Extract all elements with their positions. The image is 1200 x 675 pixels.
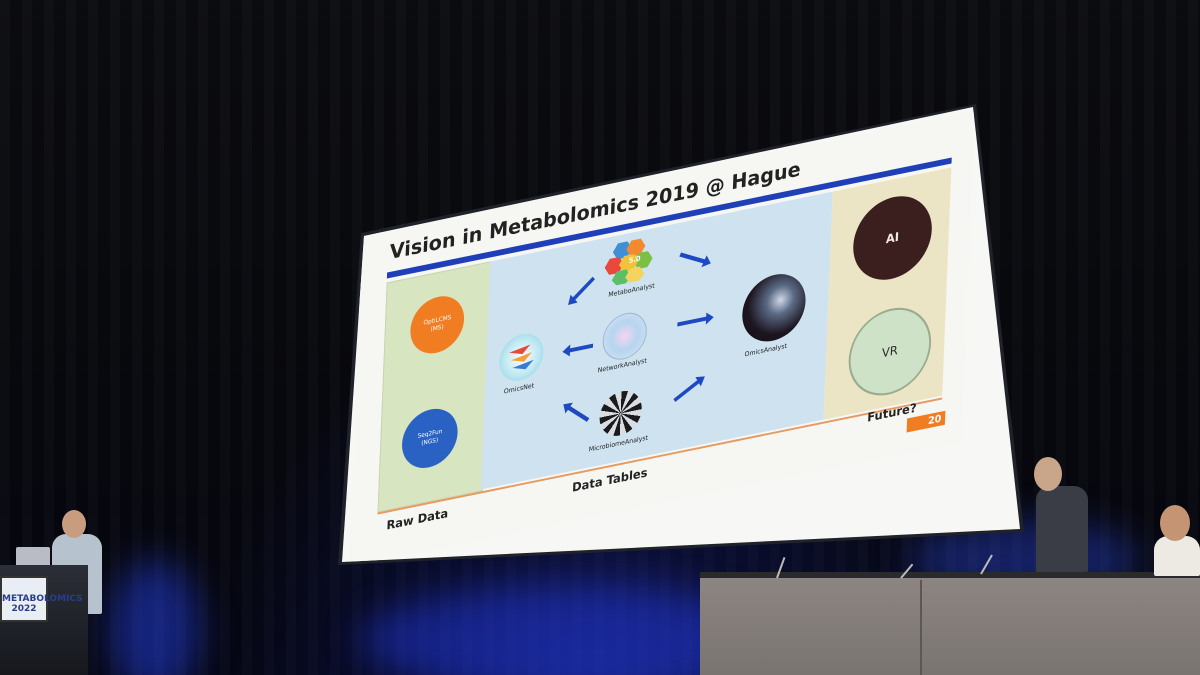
vr-circle: VR (847, 300, 933, 403)
standing-person-head (1034, 457, 1062, 491)
seq2fun-label: Seq2Fun (NGS) (417, 427, 443, 448)
arrow-metabo-to-omicsnet (571, 276, 595, 302)
vr-label: VR (881, 342, 899, 361)
omicsanalyst-icon (741, 268, 807, 348)
panel-desk (700, 578, 1200, 675)
metaboanalyst-icon (604, 238, 653, 286)
raw-data-column: OptiLCMS (MS) Seq2Fun (NGS) (377, 261, 492, 513)
data-tables-column: 5.0 MetaboAnalyst NetworkAnalyst Microbi… (480, 191, 833, 490)
arrow-metabo-to-omicsanalyst (679, 252, 707, 264)
arrow-microbiome-to-omicsanalyst (673, 378, 701, 403)
optilcms-label: OptiLCMS (MS) (423, 313, 452, 334)
omicsnet-icon (498, 329, 545, 385)
omicsnet-label: OmicsNet (503, 381, 535, 396)
podium-sign: METABOLOMICS 2022 (0, 576, 83, 622)
microbiomeanalyst-icon (598, 387, 643, 440)
arrow-network-to-omicsnet (568, 343, 594, 353)
arrow-network-to-omicsanalyst (677, 316, 709, 327)
curtain-light-left (110, 560, 200, 675)
networkanalyst-icon (601, 308, 648, 364)
seq2fun-circle: Seq2Fun (NGS) (400, 403, 459, 474)
ai-circle: AI (851, 189, 934, 287)
ai-label: AI (885, 229, 900, 247)
podium-laptop (16, 547, 50, 567)
slide-page-number-text: 20 (927, 412, 942, 427)
seated-person-head (1160, 505, 1190, 541)
speaker-head (62, 510, 86, 538)
presentation-slide: Vision in Metabolomics 2019 @ Hague Opti… (348, 111, 975, 562)
omicsanalyst-label: OmicsAnalyst (744, 341, 788, 359)
standing-person-body (1036, 486, 1088, 572)
arrow-microbiome-to-omicsnet (566, 405, 590, 422)
future-column: AI VR (823, 167, 952, 420)
microbiomeanalyst-label: MicrobiomeAnalyst (588, 433, 649, 454)
panel-desk-divider (920, 580, 922, 675)
podium-sign-text: METABOLOMICS 2022 (2, 594, 83, 614)
seated-person-body (1154, 536, 1200, 576)
optilcms-circle: OptiLCMS (MS) (409, 291, 466, 359)
panel-desk-top (700, 572, 1200, 580)
